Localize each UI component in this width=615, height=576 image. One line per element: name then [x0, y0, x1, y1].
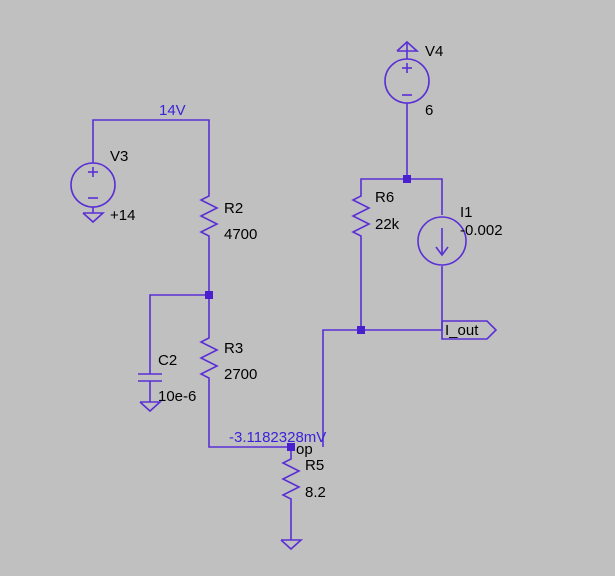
r3-value: 2700 [224, 366, 257, 383]
junctions [205, 175, 411, 451]
wire-op-iout[interactable] [322, 329, 442, 447]
i1-name: I1 [460, 204, 473, 221]
junction-dot [205, 291, 213, 299]
resistor-r5[interactable] [281, 453, 301, 505]
junction-dot [357, 326, 365, 334]
op-port-label: op [296, 441, 313, 458]
v3-value: +14 [110, 207, 135, 224]
r2-name: R2 [224, 200, 243, 217]
c2-value: 10e-6 [158, 388, 196, 405]
v4-value: 6 [425, 102, 433, 119]
capacitor-c2[interactable] [138, 373, 163, 413]
wire-14v-net[interactable] [92, 119, 210, 190]
ground-icon [280, 539, 304, 551]
r6-name: R6 [375, 189, 394, 206]
ground-icon [139, 401, 163, 413]
node-voltage-label[interactable]: -3.1182328mV [229, 429, 326, 446]
wire-r3-op[interactable] [208, 384, 291, 448]
supply-arrow-icon [396, 40, 420, 52]
current-source-i1[interactable] [417, 216, 467, 266]
v4-name: V4 [425, 43, 443, 60]
wire-node-c2[interactable] [149, 294, 209, 374]
r2-value: 4700 [224, 226, 257, 243]
iout-port-label: I_out [445, 322, 479, 339]
v3-name: V3 [110, 148, 128, 165]
r5-name: R5 [305, 457, 324, 474]
voltage-source-v3[interactable] [70, 162, 116, 224]
wire-top-bus[interactable] [360, 178, 443, 215]
resistor-r3[interactable] [199, 332, 219, 384]
i1-value: -0.002 [460, 222, 503, 239]
ground-icon [82, 212, 106, 224]
junction-dot [403, 175, 411, 183]
wires [92, 103, 443, 540]
resistor-r6[interactable] [351, 190, 371, 242]
r6-value: 22k [375, 216, 400, 233]
output-port-iout[interactable] [441, 320, 498, 340]
r5-value: 8.2 [305, 484, 326, 501]
net-label-14v[interactable]: 14V [159, 102, 186, 119]
c2-name: C2 [158, 352, 177, 369]
resistor-r2[interactable] [199, 190, 219, 242]
junction-dot [287, 443, 295, 451]
voltage-source-v4[interactable] [384, 40, 430, 104]
r3-name: R3 [224, 340, 243, 357]
